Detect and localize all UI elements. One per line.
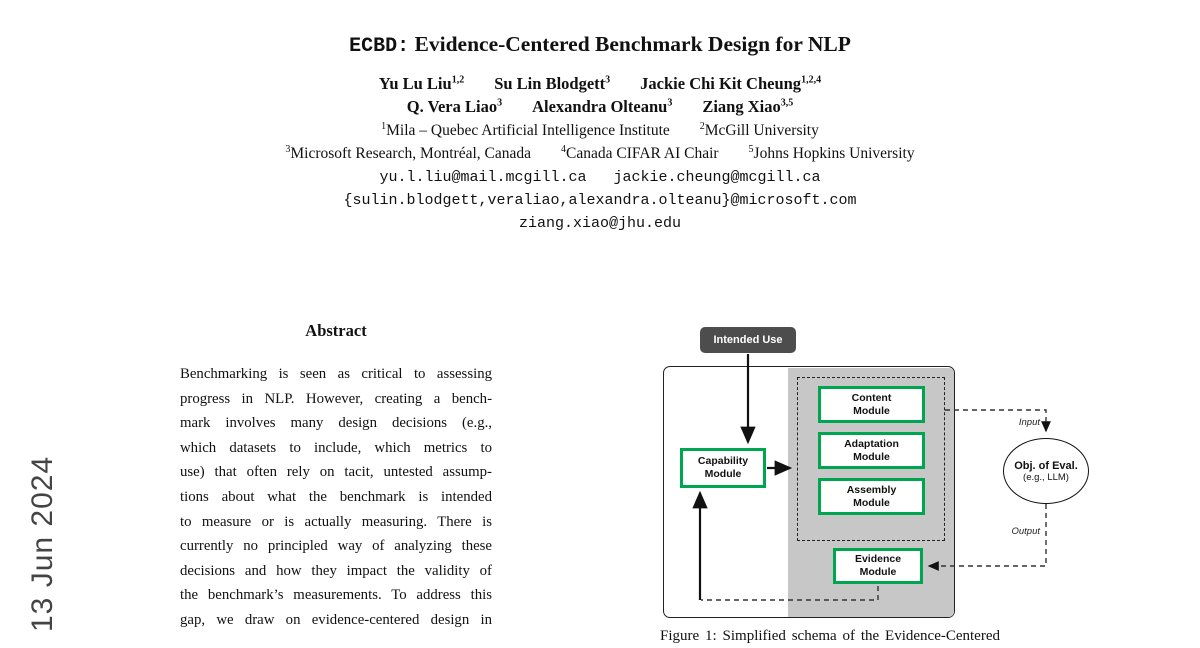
abstract-body: Benchmarking is seen as critical to asse…: [180, 362, 492, 633]
affiliation: 2McGill University: [700, 121, 819, 140]
author-name: Jackie Chi Kit Cheung: [640, 74, 802, 93]
affiliation-sup: 1: [381, 121, 387, 132]
objective-of-evaluation-ellipse: Obj. of Eval. (e.g., LLM): [1003, 438, 1089, 504]
author-sup: 1,2,4: [801, 74, 822, 86]
adaptation-module-box: Adaptation Module: [818, 432, 925, 469]
module-group-dashed-box: [797, 377, 945, 541]
abstract-line: which datasets to include, which metrics…: [180, 439, 492, 456]
paper-title: ECBD: Evidence-Centered Benchmark Design…: [0, 32, 1200, 58]
affiliation: 1Mila – Quebec Artificial Intelligence I…: [381, 121, 670, 140]
author-name: Yu Lu Liu: [378, 74, 452, 93]
input-label: Input: [1018, 417, 1040, 428]
objective-label: Obj. of Eval.: [1014, 459, 1078, 472]
author-name: Ziang Xiao: [702, 97, 781, 116]
author: Su Lin Blodgett3: [494, 74, 610, 94]
abstract-heading: Abstract: [305, 321, 367, 340]
dashed-evidence-to-feedback: [701, 586, 879, 601]
abstract-line: tions about what the benchmark is intend…: [180, 488, 492, 505]
dashed-modules-to-objective-input: [945, 409, 1051, 433]
content-module-box: Content Module: [818, 386, 925, 423]
paper-title-acronym: ECBD:: [349, 35, 410, 58]
abstract-line: progress in NLP. However, creating a ben…: [180, 390, 492, 407]
affiliation-sup: 2: [699, 121, 705, 132]
affiliation-text: Canada CIFAR AI Chair: [566, 145, 719, 163]
affiliation: 5Johns Hopkins University: [749, 144, 915, 163]
author-name: Su Lin Blodgett: [494, 74, 606, 93]
abstract-line: use) that often rely on tacit, untested …: [180, 464, 492, 481]
author-name: Alexandra Olteanu: [532, 97, 668, 116]
assembly-module-box: Assembly Module: [818, 478, 925, 515]
author-name: Q. Vera Liao: [406, 97, 498, 116]
affiliation-line-1: 1Mila – Quebec Artificial Intelligence I…: [0, 121, 1200, 140]
author: Alexandra Olteanu3: [532, 97, 672, 117]
author-sup: 3: [605, 74, 611, 86]
affiliation: 4Canada CIFAR AI Chair: [561, 144, 719, 163]
output-label: Output: [1011, 526, 1040, 537]
author: Q. Vera Liao3: [407, 97, 502, 117]
email-line: {sulin.blodgett,veraliao,alexandra.oltea…: [343, 192, 857, 209]
abstract-line: gap, we draw on evidence-centered design…: [180, 611, 492, 628]
affiliation-sup: 3: [285, 144, 291, 155]
author-sup: 3: [667, 97, 673, 109]
figure-connectors: [692, 354, 1051, 601]
abstract-line: to measure or is actually measuring. The…: [180, 513, 492, 530]
affiliation-text: Microsoft Research, Montréal, Canada: [290, 145, 531, 163]
affiliation-text: McGill University: [704, 122, 819, 140]
affiliation-text: Johns Hopkins University: [753, 145, 915, 163]
paper-title-text: Evidence-Centered Benchmark Design for N…: [409, 32, 851, 56]
author-line-1: Yu Lu Liu1,2 Su Lin Blodgett3 Jackie Chi…: [0, 74, 1200, 94]
author: Yu Lu Liu1,2: [379, 74, 464, 94]
capability-module-box: Capability Module: [680, 448, 766, 488]
affiliation-sup: 4: [561, 144, 566, 155]
intended-use-badge: Intended Use: [700, 327, 796, 353]
abstract-line: currently no principled way of analyzing…: [180, 538, 492, 555]
figure-1-diagram: Intended Use Capability Module Content M…: [660, 320, 1120, 632]
affiliation: 3Microsoft Research, Montréal, Canada: [285, 144, 531, 163]
author-sup: 1,2: [451, 74, 465, 86]
figure-1-caption: Figure 1: Simplified schema of the Evide…: [660, 626, 1000, 648]
evidence-module-box: Evidence Module: [833, 548, 923, 584]
author-sup: 3,5: [780, 97, 794, 109]
abstract-line: Benchmarking is seen as critical to asse…: [180, 366, 492, 382]
abstract-line: the benchmark’s measurements. To address…: [180, 587, 492, 604]
abstract-line: mark involves many design decisions (e.g…: [180, 415, 492, 432]
caption-line: Figure 1: Simplified schema of the Evide…: [660, 628, 1000, 644]
author-line-2: Q. Vera Liao3 Alexandra Olteanu3 Ziang X…: [0, 97, 1200, 117]
email-line: ziang.xiao@jhu.edu: [518, 215, 682, 232]
email-line: yu.l.liu@mail.mcgill.ca jackie.cheung@mc…: [379, 169, 821, 186]
affiliation-line-2: 3Microsoft Research, Montréal, Canada 4C…: [0, 144, 1200, 163]
author: Jackie Chi Kit Cheung1,2,4: [640, 74, 821, 94]
affiliation-sup: 5: [748, 144, 754, 155]
abstract-line: decisions and how they impact the validi…: [180, 562, 492, 579]
arxiv-date-stamp: 13 Jun 2024: [26, 455, 59, 632]
author: Ziang Xiao3,5: [702, 97, 793, 117]
objective-sublabel: (e.g., LLM): [1023, 471, 1069, 483]
author-sup: 3: [497, 97, 503, 109]
dashed-objective-output-to-evidence: [927, 504, 1047, 571]
affiliation-text: Mila – Quebec Artificial Intelligence In…: [386, 122, 670, 140]
